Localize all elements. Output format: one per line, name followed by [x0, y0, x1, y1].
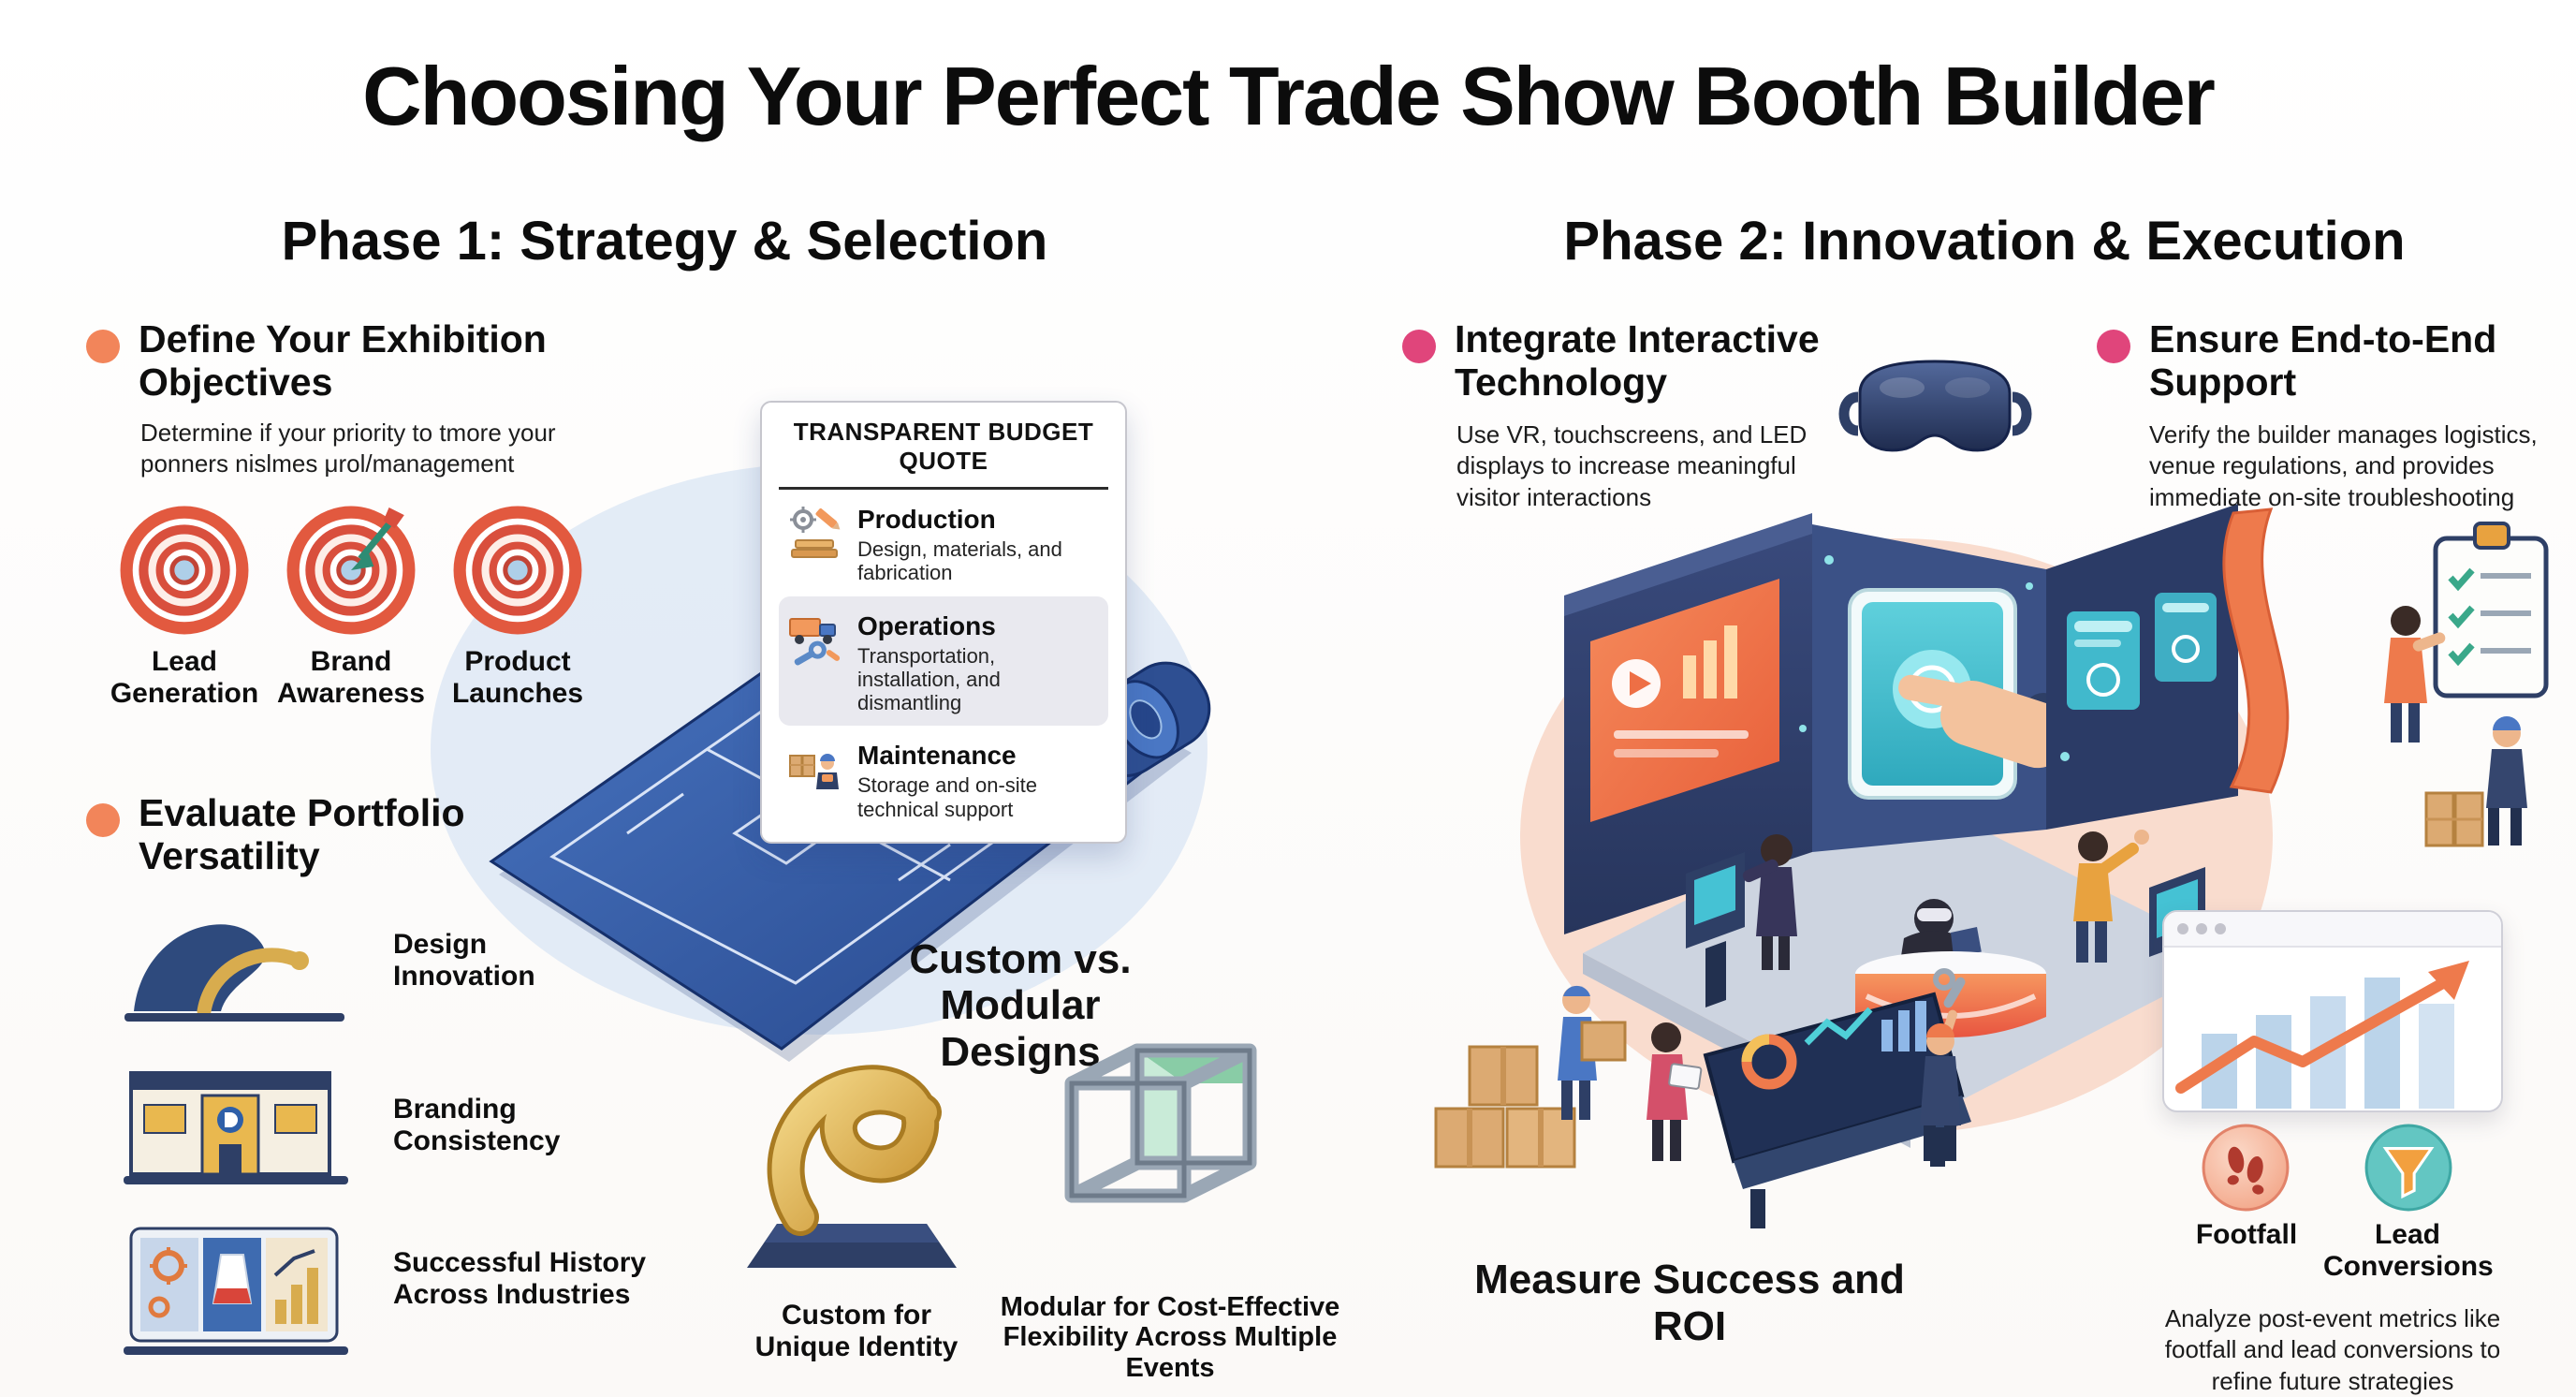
window-dot-icon — [2177, 923, 2188, 934]
window-dot-icon — [2215, 923, 2226, 934]
phase2-heading: Phase 2: Innovation & Execution — [1563, 211, 2406, 272]
booth-scene-illustration — [1520, 504, 2290, 1148]
lead-conversions-funnel-icon — [2364, 1124, 2452, 1212]
modular-cube-icon — [1064, 1043, 1257, 1203]
branding-consistency-icon — [124, 1071, 348, 1184]
bullseye-icon — [453, 506, 582, 635]
portfolio-bullet-icon — [86, 803, 120, 837]
analytics-window — [2162, 910, 2503, 1112]
bullseye-icon — [120, 506, 249, 635]
budget-row-production: Production Design, materials, and fabric… — [779, 490, 1108, 596]
support-body: Verify the builder manages logistics, ve… — [2149, 420, 2538, 511]
technology-bullet-icon — [1402, 330, 1436, 363]
budget-item-title: Operations — [857, 610, 996, 640]
budget-item-desc: Transportation, installation, and disman… — [857, 643, 1001, 715]
page-title: Choosing Your Perfect Trade Show Booth B… — [362, 50, 2216, 142]
support-checklist-illustration — [2384, 522, 2549, 847]
truck-wrench-icon — [789, 617, 841, 666]
target-lead-generation: Lead Generation — [101, 504, 268, 709]
budget-quote-heading: TRANSPARENT BUDGET QUOTE — [779, 418, 1108, 490]
modular-label: Modular for Cost-Effective Flexibility A… — [1000, 1292, 1340, 1383]
objectives-target-row: Lead Generation Brand Awareness Product … — [101, 504, 601, 709]
measure-success-illustration — [1434, 968, 1971, 1228]
budget-item-desc: Design, materials, and fabrication — [857, 537, 1062, 585]
metrics-body: Analyze post-event metrics like footfall… — [2164, 1304, 2501, 1395]
bullseye-dart-icon — [286, 506, 416, 635]
support-heading: Ensure End-to-End Support — [2149, 317, 2497, 404]
browser-titlebar — [2164, 912, 2501, 948]
portfolio-label-branding: Branding Consistency — [393, 1094, 561, 1156]
objectives-bullet-icon — [86, 330, 120, 363]
checkmark-icon — [2448, 567, 2475, 667]
technology-body: Use VR, touchscreens, and LED displays t… — [1456, 420, 1808, 511]
box-technician-icon — [789, 754, 839, 790]
target-label: Brand Awareness — [277, 646, 425, 709]
roi-heading: Measure Success and ROI — [1474, 1257, 1905, 1349]
footfall-icon — [2202, 1124, 2290, 1212]
portfolio-label-history: Successful History Across Industries — [393, 1247, 647, 1310]
target-label: Product Launches — [451, 646, 584, 709]
budget-row-operations: Operations Transportation, installation,… — [779, 596, 1108, 727]
phase1-heading: Phase 1: Strategy & Selection — [281, 211, 1048, 272]
technician-wrench — [1920, 968, 1966, 1161]
budget-row-maintenance: Maintenance Storage and on-site technica… — [779, 726, 1108, 832]
designs-heading: Custom vs. Modular Designs — [909, 936, 1132, 1075]
growth-chart-icon — [2175, 961, 2469, 1109]
target-label: Lead Generation — [110, 646, 259, 709]
portfolio-label-design: Design Innovation — [393, 929, 535, 992]
industry-history-icon — [124, 1227, 348, 1355]
technology-heading: Integrate Interactive Technology — [1455, 317, 1820, 404]
budget-quote-card: TRANSPARENT BUDGET QUOTE Production Desi… — [760, 401, 1127, 845]
budget-item-desc: Storage and on-site technical support — [857, 773, 1038, 821]
objectives-heading: Define Your Exhibition Objectives — [139, 317, 547, 404]
target-brand-awareness: Brand Awareness — [268, 504, 434, 709]
custom-sculpture-icon — [747, 1065, 957, 1268]
portfolio-heading: Evaluate Portfolio Versatility — [139, 791, 465, 877]
budget-item-title: Maintenance — [857, 741, 1017, 771]
design-innovation-icon — [124, 924, 344, 1022]
budget-item-title: Production — [857, 505, 996, 534]
window-dot-icon — [2196, 923, 2207, 934]
target-product-launches: Product Launches — [434, 504, 601, 709]
custom-label: Custom for Unique Identity — [754, 1300, 959, 1362]
conversions-label: Lead Conversions — [2323, 1219, 2494, 1282]
vr-headset-icon — [1838, 360, 2032, 452]
gear-pencil-icon — [790, 507, 841, 558]
support-bullet-icon — [2097, 330, 2130, 363]
footfall-label: Footfall — [2195, 1219, 2298, 1250]
objectives-body: Determine if your priority to tmore your… — [140, 419, 556, 478]
